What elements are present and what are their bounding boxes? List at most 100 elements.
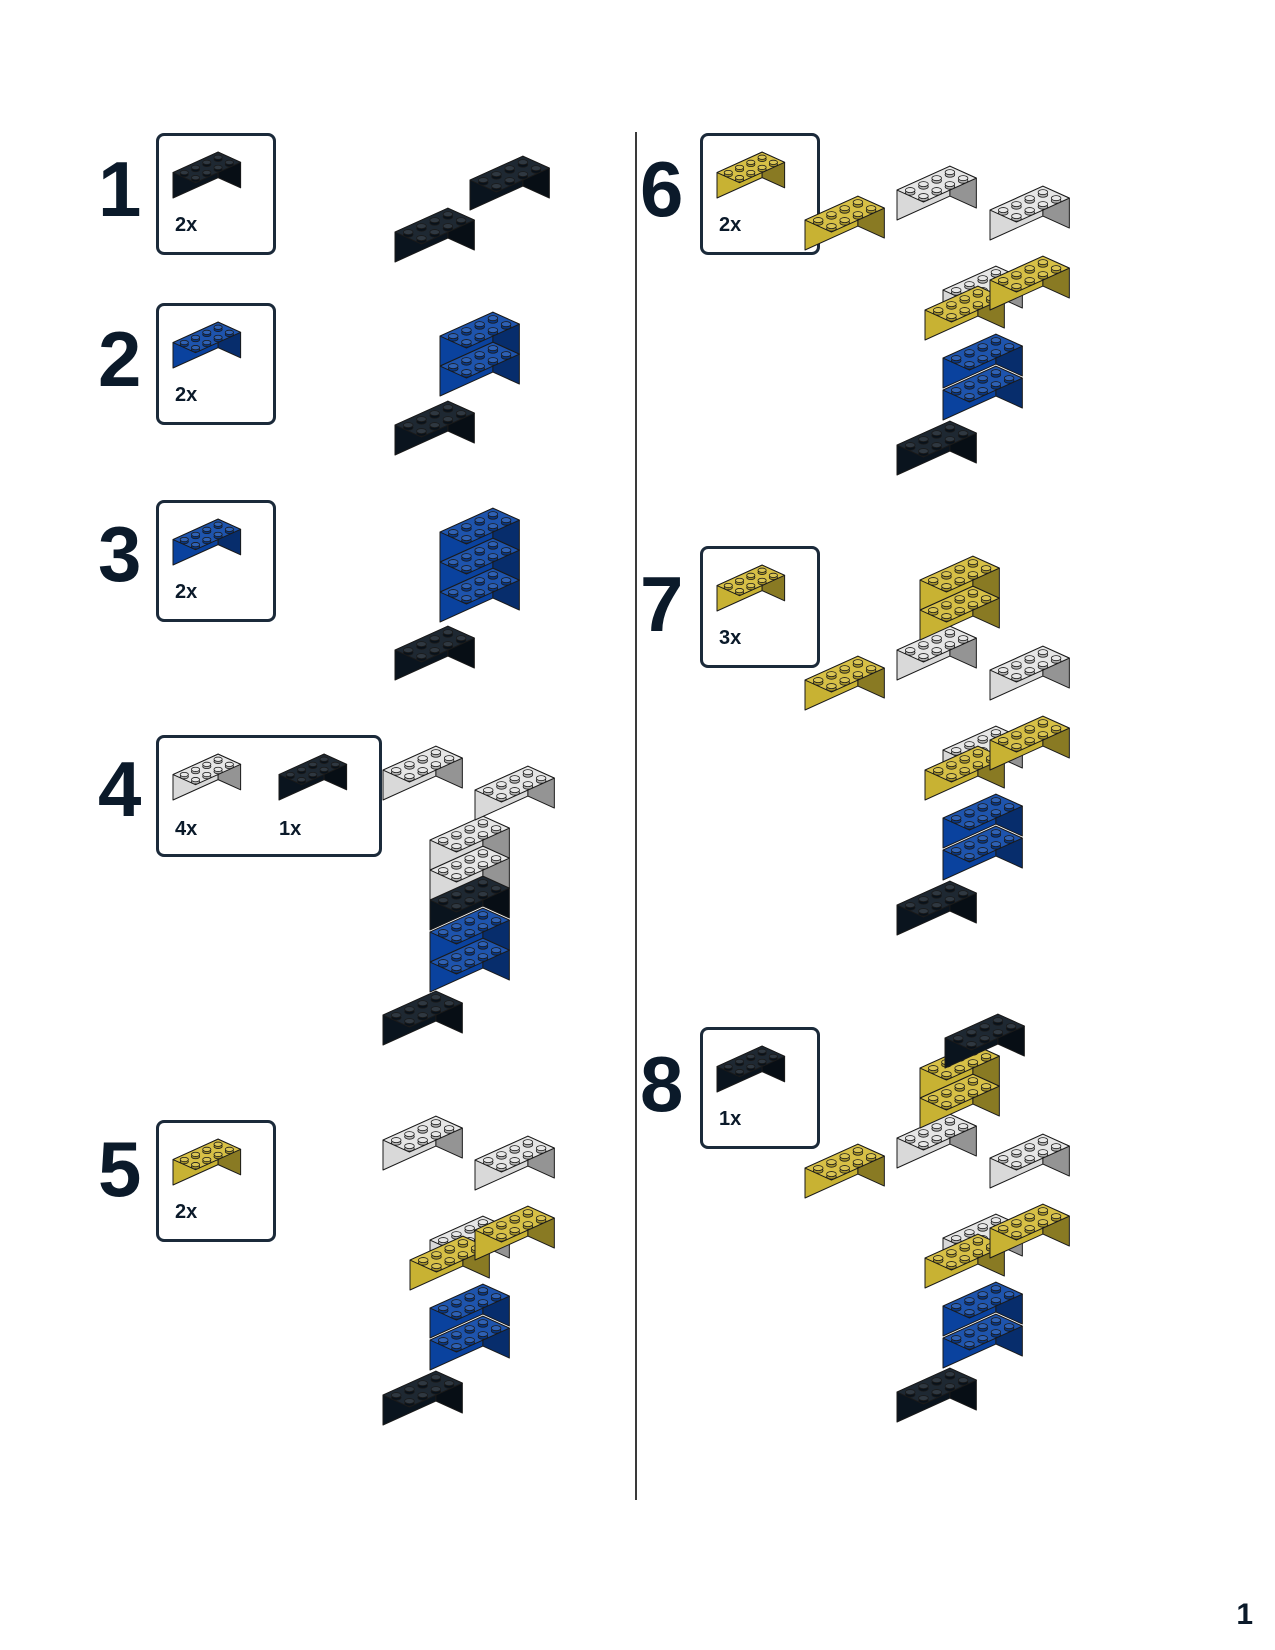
stud [1037, 649, 1049, 656]
brick-blue [942, 365, 1023, 421]
stud [1024, 207, 1035, 214]
column-divider [635, 132, 637, 1500]
stud [213, 154, 223, 160]
stud [404, 1131, 415, 1138]
stud [959, 767, 970, 774]
stud [990, 809, 1002, 816]
stud [1024, 1213, 1035, 1220]
stud [757, 1048, 767, 1054]
stud [179, 771, 189, 778]
brick-white [896, 1113, 977, 1169]
stud [429, 647, 440, 654]
stud [491, 171, 502, 178]
stud [941, 613, 952, 620]
stud [455, 410, 467, 417]
stud [451, 965, 462, 972]
stud [179, 536, 189, 543]
stud [464, 929, 475, 936]
stud [927, 577, 939, 584]
stud [522, 1221, 534, 1228]
stud [430, 749, 442, 756]
stud [437, 867, 449, 874]
stud [461, 339, 472, 346]
stud [464, 947, 475, 954]
stud [972, 749, 984, 756]
stud [202, 339, 212, 346]
stud [464, 1305, 475, 1312]
stud [496, 793, 507, 800]
parts-list-step-4: 4x 1x [156, 735, 382, 857]
stud [444, 1257, 455, 1264]
stud [477, 953, 489, 960]
brick-2x4-yellow-icon [716, 151, 786, 199]
stud [980, 1053, 992, 1060]
stud [202, 761, 212, 767]
stud [522, 1151, 534, 1158]
brick-yellow [989, 255, 1070, 311]
stud [812, 1165, 824, 1172]
stud [442, 629, 454, 636]
stud [504, 165, 515, 172]
stud [950, 815, 962, 822]
brick-blue [942, 333, 1023, 389]
stud [746, 1063, 756, 1070]
stud [757, 567, 767, 573]
stud [522, 1139, 534, 1146]
stud [1037, 731, 1049, 738]
stud [990, 797, 1002, 804]
stud [509, 1215, 520, 1222]
stud [202, 536, 212, 543]
stud [213, 756, 223, 762]
stud [944, 169, 956, 176]
stud [464, 885, 475, 892]
stud [852, 211, 864, 218]
stud [285, 771, 295, 778]
stud [490, 947, 502, 954]
stud [964, 821, 975, 828]
brick-black [896, 1367, 977, 1423]
stud [500, 351, 512, 358]
stud [990, 1285, 1002, 1292]
stud [451, 843, 462, 850]
stud [735, 175, 745, 181]
stud [950, 847, 962, 854]
stud [447, 589, 459, 596]
stud [447, 363, 459, 370]
stud [517, 159, 529, 166]
stud [464, 855, 475, 862]
stud [931, 902, 942, 909]
stud [474, 547, 485, 554]
stud [1003, 1291, 1015, 1298]
stud [461, 553, 472, 560]
brick-black [394, 400, 475, 456]
stud [964, 1229, 975, 1236]
stud [967, 1077, 979, 1084]
stud [442, 211, 454, 218]
stud [390, 1392, 402, 1399]
stud [959, 295, 970, 302]
stud [967, 571, 979, 578]
stud [451, 831, 462, 838]
stud [977, 343, 988, 350]
stud [1050, 195, 1062, 202]
stud [451, 873, 462, 880]
stud [402, 647, 414, 654]
stud [954, 565, 965, 572]
stud [319, 766, 329, 772]
stud [202, 1146, 212, 1152]
brick [716, 151, 786, 199]
stud [477, 891, 489, 898]
stud [457, 1239, 469, 1246]
stud [852, 1147, 864, 1154]
stud [447, 333, 459, 340]
stud [839, 205, 850, 212]
stud [957, 1377, 969, 1384]
parts-list-step-5: 2x [156, 1120, 276, 1242]
stud [997, 737, 1009, 744]
stud [904, 187, 916, 194]
stud [442, 404, 454, 411]
stud [477, 177, 489, 184]
stud [202, 169, 212, 176]
stud [522, 1209, 534, 1216]
stud [451, 1231, 462, 1238]
